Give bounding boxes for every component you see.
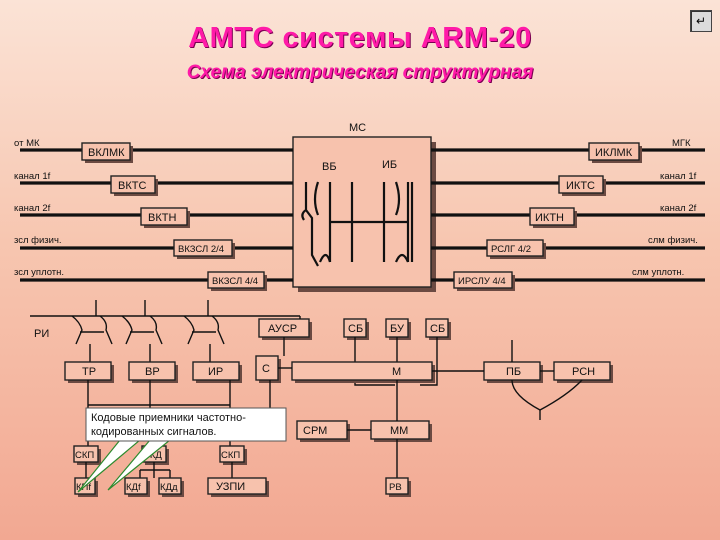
label-kanal-1f-left: канал 1f xyxy=(14,171,51,182)
ms-internal-switch xyxy=(301,181,414,267)
block-vkzsl-24 xyxy=(173,239,233,257)
svg-text:ВКТС: ВКТС xyxy=(118,180,146,192)
svg-text:ИКТС: ИКТС xyxy=(566,180,595,192)
slide-title: АМТС системы ARM-20 xyxy=(188,22,532,54)
block-ikts xyxy=(558,175,604,194)
svg-text:БУ: БУ xyxy=(390,323,405,335)
block-rslg-42 xyxy=(486,239,544,257)
ms-switch-field xyxy=(292,136,432,288)
ib-label: ИБ xyxy=(382,159,397,171)
svg-text:РСЛГ 4/2: РСЛГ 4/2 xyxy=(491,244,531,255)
label-kanal-2f-right: канал 2f xyxy=(660,203,697,214)
svg-text:ИКТН: ИКТН xyxy=(535,212,564,224)
svg-text:ВКЗСЛ 4/4: ВКЗСЛ 4/4 xyxy=(212,276,258,287)
svg-text:КДf: КДf xyxy=(126,482,141,493)
svg-text:С: С xyxy=(262,363,270,375)
svg-text:ВКЛМК: ВКЛМК xyxy=(88,147,125,159)
svg-text:ИКЛМК: ИКЛМК xyxy=(595,147,633,159)
svg-text:ПБ: ПБ xyxy=(506,366,521,378)
label-zsl-uplotn: зсл уплотн. xyxy=(14,267,64,278)
label-ot-mk: от МК xyxy=(14,138,40,149)
label-mgk: МГК xyxy=(672,138,691,149)
block-vkzsl-44 xyxy=(207,271,265,289)
svg-text:СКП: СКП xyxy=(75,450,94,461)
svg-text:СБ: СБ xyxy=(348,323,363,335)
svg-text:ВКЗСЛ 2/4: ВКЗСЛ 2/4 xyxy=(178,244,224,255)
label-slm-uplotn: слм уплотн. xyxy=(632,267,684,278)
block-ir xyxy=(192,361,240,381)
label-ri: РИ xyxy=(34,328,49,340)
callout-line-1: Кодовые приемники частотно- xyxy=(91,412,246,424)
block-m xyxy=(291,361,433,381)
svg-text:СКД: СКД xyxy=(143,450,162,461)
svg-text:ИРСЛУ 4/4: ИРСЛУ 4/4 xyxy=(458,276,506,287)
callout-code-receivers xyxy=(85,407,287,442)
vb-label: ВБ xyxy=(322,161,337,173)
svg-text:ВР: ВР xyxy=(145,366,160,378)
svg-text:СБ: СБ xyxy=(430,323,445,335)
ms-label: МС xyxy=(349,122,366,134)
ri-switches xyxy=(30,300,300,362)
block-vr xyxy=(128,361,176,381)
block-kdf xyxy=(124,477,148,495)
block-vklmk xyxy=(81,142,131,161)
svg-text:АУСР: АУСР xyxy=(268,323,297,335)
svg-text:ИР: ИР xyxy=(208,366,223,378)
svg-text:КДд: КДд xyxy=(160,482,178,493)
label-slm-fiz: слм физич. xyxy=(648,235,698,246)
svg-text:СРМ: СРМ xyxy=(303,425,327,437)
svg-text:СКП: СКП xyxy=(221,450,240,461)
slide-subtitle: Схема электрическая структурная xyxy=(186,62,534,83)
block-vktn xyxy=(140,207,188,226)
svg-text:ТР: ТР xyxy=(82,366,96,378)
block-uzpi xyxy=(207,477,267,495)
label-kanal-2f-left: канал 2f xyxy=(14,203,51,214)
svg-text:РВ: РВ xyxy=(389,482,402,493)
svg-text:М: М xyxy=(392,366,401,378)
block-irslu-44 xyxy=(453,271,513,289)
svg-text:ВКТН: ВКТН xyxy=(148,212,176,224)
label-zsl-fiz: зсл физич. xyxy=(14,235,62,246)
block-iktn xyxy=(529,207,575,226)
label-kanal-1f-right: канал 1f xyxy=(660,171,697,182)
return-arrow-icon[interactable]: ↵ xyxy=(690,10,712,32)
block-vkts xyxy=(110,175,156,194)
block-kdd xyxy=(158,477,182,495)
block-iklmk xyxy=(588,142,640,161)
svg-text:ММ: ММ xyxy=(390,425,408,437)
callout-line-2: кодированных сигналов. xyxy=(91,426,216,438)
svg-text:РСН: РСН xyxy=(572,366,595,378)
block-rv xyxy=(385,477,409,495)
svg-text:УЗПИ: УЗПИ xyxy=(216,481,245,493)
